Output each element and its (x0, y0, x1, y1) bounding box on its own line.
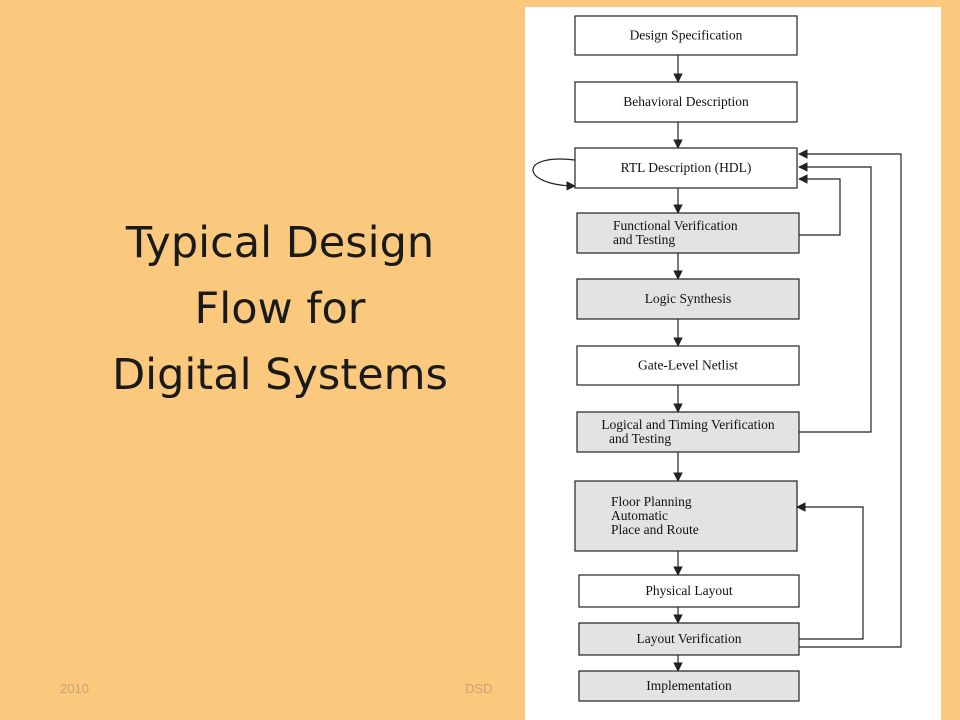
step-logic-synthesis: Logic Synthesis (576, 278, 800, 320)
feedback-functional-to-rtl-arrow (798, 174, 841, 236)
step-logical-and-timing-verification-and-testing-box (576, 411, 800, 453)
step-rtl-description-hdl-box (574, 147, 798, 189)
slide-title: Typical Design Flow for Digital Systems (40, 210, 520, 408)
step-functional-verification-and-testing-label-2: and Testing (613, 232, 675, 247)
step-design-specification-label-1: Design Specification (630, 28, 743, 43)
step-physical-layout-box (578, 574, 800, 608)
step-implementation-box (578, 670, 800, 702)
step-logical-and-timing-verification-and-testing-label-1: Logical and Timing Verification (601, 417, 775, 432)
step-rtl-description-hdl: RTL Description (HDL) (574, 147, 798, 189)
feedback-timing-to-rtl-arrow (798, 162, 872, 433)
step-physical-layout: Physical Layout (578, 574, 800, 608)
title-line-1: Typical Design (125, 218, 435, 268)
step-floor-planning-automatic-place-and-route-label-1: Floor Planning (611, 494, 692, 509)
step-layout-verification: Layout Verification (578, 622, 800, 656)
title-line-2: Flow for (194, 284, 366, 334)
footer-year: 2010 (60, 681, 89, 696)
step-logic-synthesis-box (576, 278, 800, 320)
step-gate-level-netlist-label-1: Gate-Level Netlist (638, 358, 738, 373)
feedback-layout-to-rtl-arrow (798, 149, 902, 648)
step-floor-planning-automatic-place-and-route-box (574, 480, 798, 552)
rtl-self-loop-arrow (532, 158, 576, 191)
step-floor-planning-automatic-place-and-route-label-3: Place and Route (611, 522, 699, 537)
flow-arrows (532, 55, 902, 672)
step-layout-verification-label-1: Layout Verification (636, 631, 741, 646)
feedback-layout-to-floorplan-arrow (796, 502, 864, 640)
step-implementation: Implementation (578, 670, 800, 702)
step-logic-synthesis-label-1: Logic Synthesis (645, 291, 732, 306)
step-gate-level-netlist: Gate-Level Netlist (576, 345, 800, 386)
step-layout-verification-box (578, 622, 800, 656)
step-implementation-label-1: Implementation (646, 678, 732, 693)
step-design-specification: Design Specification (574, 15, 798, 56)
step-design-specification-box (574, 15, 798, 56)
step-rtl-description-hdl-label-1: RTL Description (HDL) (621, 160, 752, 175)
step-functional-verification-and-testing-box (576, 212, 800, 254)
footer-course: DSD (465, 681, 493, 696)
step-behavioral-description: Behavioral Description (574, 81, 798, 123)
step-physical-layout-label-1: Physical Layout (645, 583, 733, 598)
step-behavioral-description-label-1: Behavioral Description (623, 94, 749, 109)
step-functional-verification-and-testing-label-1: Functional Verification (613, 218, 738, 233)
step-gate-level-netlist-box (576, 345, 800, 386)
step-logical-and-timing-verification-and-testing-label-2: and Testing (609, 431, 671, 446)
step-floor-planning-automatic-place-and-route-label-2: Automatic (611, 508, 668, 523)
step-behavioral-description-box (574, 81, 798, 123)
title-line-3: Digital Systems (112, 350, 448, 400)
